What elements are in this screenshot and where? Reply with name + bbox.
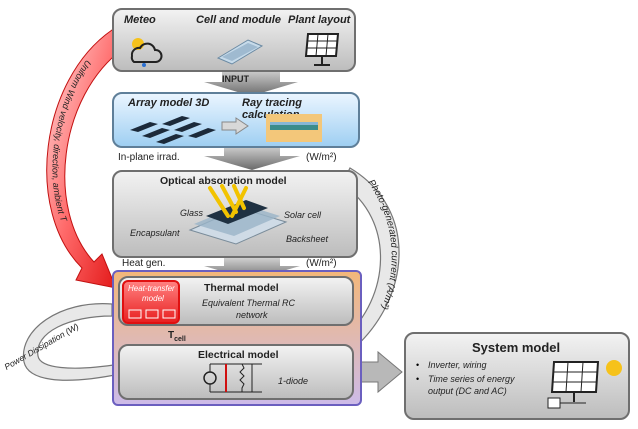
equiv-label-2: network xyxy=(236,310,268,320)
array-model-box: Array model 3D Ray tracing calculation xyxy=(112,92,360,148)
equiv-label-1: Equivalent Thermal RC xyxy=(202,298,296,308)
bullet-dot-1: • xyxy=(416,360,420,370)
bullet-dot-2: • xyxy=(416,374,420,384)
module-layers-icon xyxy=(188,184,288,245)
system-bullet-2b: output (DC and AC) xyxy=(428,386,507,396)
solar-system-icon xyxy=(547,360,622,409)
thermal-title: Thermal model xyxy=(204,282,279,294)
tcell-label: Tcell xyxy=(168,330,186,343)
arrow-array-to-optical xyxy=(204,146,300,170)
inplane-label: In-plane irrad. xyxy=(118,152,180,163)
ray-tracing-icon xyxy=(266,114,322,142)
system-model-box: System model • Inverter, wiring • Time s… xyxy=(404,332,630,420)
array-3d-icon xyxy=(130,116,216,144)
thermal-model-box: Heat-transfer model Thermal model Equiva… xyxy=(118,276,354,326)
heat-transfer-icons xyxy=(128,309,176,319)
solar-cell-label: Solar cell xyxy=(284,210,322,220)
arrow-optical-to-thermal xyxy=(204,258,300,280)
optical-model-box: Optical absorption model Glass Solar cel… xyxy=(112,170,358,258)
wm2-top-label: (W/m²) xyxy=(306,152,337,163)
electrical-model-box: Electrical model 1-diode xyxy=(118,344,354,400)
cell-module-icon xyxy=(216,39,264,65)
arrow-input-to-array xyxy=(204,70,298,96)
arrow-right-icon xyxy=(221,117,249,135)
electrical-title: Electrical model xyxy=(198,349,279,361)
glass-label: Glass xyxy=(180,208,204,218)
array-model-label: Array model 3D xyxy=(128,97,210,109)
backsheet-label: Backsheet xyxy=(286,234,329,244)
wm2-mid-label: (W/m²) xyxy=(306,258,337,269)
system-bullet-2a: Time series of energy xyxy=(428,374,515,384)
system-title: System model xyxy=(472,340,561,355)
diode-circuit-icon xyxy=(203,363,262,393)
optical-title: Optical absorption model xyxy=(160,175,287,187)
plant-layout-label: Plant layout xyxy=(288,14,351,26)
meteo-label: Meteo xyxy=(124,14,156,26)
input-box: Meteo Cell and module Plant layout xyxy=(112,8,356,72)
diode-label: 1-diode xyxy=(278,376,309,386)
heat-transfer-label-1: Heat-transfer xyxy=(128,284,175,293)
heat-transfer-label-2: model xyxy=(142,294,164,303)
cell-module-label: Cell and module xyxy=(196,14,281,26)
system-bullet-1: Inverter, wiring xyxy=(428,360,487,370)
encapsulant-label: Encapsulant xyxy=(130,228,180,238)
weather-icon xyxy=(130,38,163,67)
input-label: INPUT xyxy=(222,74,249,84)
solar-panel-icon xyxy=(304,33,340,66)
heat-transfer-box: Heat-transfer model xyxy=(122,280,180,324)
heatgen-label: Heat gen. xyxy=(122,258,166,269)
